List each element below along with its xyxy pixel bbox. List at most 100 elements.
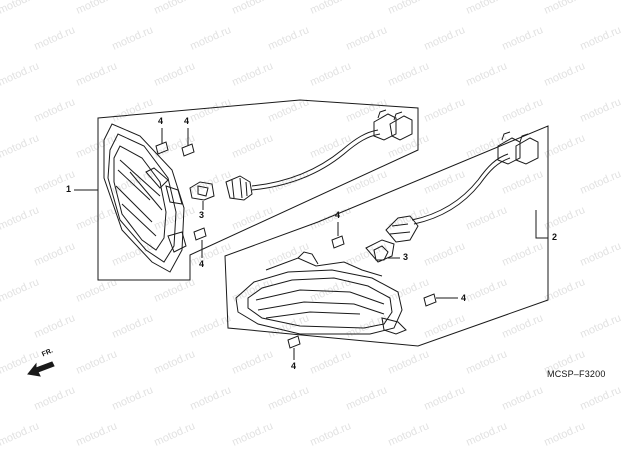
watermark-text: motod.ru — [500, 168, 545, 197]
callout-part-2: 2 — [552, 232, 558, 242]
watermark-text: motod.ru — [308, 60, 353, 89]
watermark-text: motod.ru — [578, 312, 623, 341]
watermark-text: motod.ru — [422, 96, 467, 125]
watermark-text: motod.ru — [230, 348, 275, 377]
watermark-text: motod.ru — [0, 204, 41, 233]
watermark-text: motod.ru — [32, 24, 77, 53]
watermark-text: motod.ru — [230, 276, 275, 305]
watermark-text: motod.ru — [464, 204, 509, 233]
watermark-text: motod.ru — [74, 60, 119, 89]
watermark-text: motod.ru — [464, 0, 509, 17]
watermark-text: motod.ru — [110, 96, 155, 125]
watermark-text: motod.ru — [386, 420, 431, 449]
screw-left — [193, 227, 207, 241]
watermark-text: motod.ru — [110, 384, 155, 413]
watermark-text: motod.ru — [542, 204, 587, 233]
watermark-text: motod.ru — [464, 420, 509, 449]
watermark-text: motod.ru — [500, 24, 545, 53]
watermark-text: motod.ru — [422, 24, 467, 53]
watermark-text: motod.ru — [422, 168, 467, 197]
watermark-text: motod.ru — [74, 420, 119, 449]
watermark-text: motod.ru — [32, 96, 77, 125]
watermark-text: motod.ru — [386, 348, 431, 377]
watermark-text: motod.ru — [464, 276, 509, 305]
watermark-text: motod.ru — [230, 132, 275, 161]
watermark-text: motod.ru — [74, 204, 119, 233]
watermark-text: motod.ru — [578, 24, 623, 53]
watermark-text: motod.ru — [386, 60, 431, 89]
screw-top-b — [181, 138, 195, 157]
upper-bulb-socket — [189, 175, 253, 201]
watermark-text: motod.ru — [578, 168, 623, 197]
screw-right — [423, 293, 437, 307]
watermark-text: motod.ru — [230, 420, 275, 449]
watermark-text: motod.ru — [542, 420, 587, 449]
watermark-text: motod.ru — [464, 60, 509, 89]
watermark-text: motod.ru — [266, 384, 311, 413]
watermark-text: motod.ru — [344, 24, 389, 53]
watermark-text: motod.ru — [0, 276, 41, 305]
upper-wire-harness — [251, 109, 413, 191]
watermark-text: motod.ru — [308, 0, 353, 17]
callout-part-4-left: 4 — [199, 259, 205, 269]
watermark-text: motod.ru — [542, 0, 587, 17]
callout-part-4-top-b: 4 — [184, 116, 190, 126]
callout-part-3-upper: 3 — [199, 210, 205, 220]
watermark-text: motod.ru — [500, 240, 545, 269]
callout-part-3-lower: 3 — [403, 252, 409, 262]
watermark-text: motod.ru — [266, 240, 311, 269]
lower-bulb-socket — [373, 215, 419, 261]
watermark-text: motod.ru — [188, 384, 233, 413]
watermark-text: motod.ru — [578, 96, 623, 125]
watermark-text: motod.ru — [152, 420, 197, 449]
watermark-text: motod.ru — [578, 240, 623, 269]
watermark-text: motod.ru — [74, 0, 119, 17]
watermark-text: motod.ru — [152, 348, 197, 377]
watermark-text: motod.ru — [0, 0, 41, 17]
watermark-text: motod.ru — [230, 204, 275, 233]
watermark-text: motod.ru — [188, 312, 233, 341]
watermark-text: motod.ru — [188, 96, 233, 125]
watermark-text: motod.ru — [542, 60, 587, 89]
left-assembly-outline — [97, 99, 419, 281]
watermark-text: motod.ru — [344, 240, 389, 269]
watermark-text: motod.ru — [308, 420, 353, 449]
watermark-text: motod.ru — [344, 384, 389, 413]
watermark-text: motod.ru — [230, 0, 275, 17]
watermark-text: motod.ru — [578, 384, 623, 413]
screw-bottom — [287, 335, 301, 349]
callout-part-4-top-a: 4 — [158, 116, 164, 126]
watermark-text: motod.ru — [32, 312, 77, 341]
watermark-text: motod.ru — [344, 312, 389, 341]
watermark-text: motod.ru — [266, 24, 311, 53]
watermark-text: motod.ru — [188, 24, 233, 53]
watermark-text: motod.ru — [0, 420, 41, 449]
watermark-text: motod.ru — [422, 240, 467, 269]
watermark-text: motod.ru — [542, 132, 587, 161]
watermark-text: motod.ru — [500, 96, 545, 125]
callout-part-4-right: 4 — [461, 293, 467, 303]
watermark-text: motod.ru — [110, 24, 155, 53]
callout-part-4-mid: 4 — [335, 210, 341, 220]
fr-arrow-icon — [27, 361, 55, 377]
leader-part-2 — [535, 210, 548, 239]
watermark-text: motod.ru — [422, 384, 467, 413]
watermark-text: motod.ru — [152, 60, 197, 89]
screw-mid — [331, 235, 345, 249]
watermark-text: motod.ru — [542, 276, 587, 305]
watermark-text: motod.ru — [32, 240, 77, 269]
left-lamp-unit — [103, 123, 187, 273]
watermark-text: motod.ru — [32, 384, 77, 413]
watermark-text: motod.ru — [308, 204, 353, 233]
right-assembly-outline — [224, 125, 549, 347]
watermark-text: motod.ru — [74, 348, 119, 377]
watermark-text: motod.ru — [0, 132, 41, 161]
watermark-text: motod.ru — [500, 312, 545, 341]
callout-part-1: 1 — [66, 184, 72, 194]
watermark-text: motod.ru — [230, 60, 275, 89]
watermark-text: motod.ru — [110, 312, 155, 341]
watermark-text: motod.ru — [386, 0, 431, 17]
right-lamp-unit — [235, 239, 407, 335]
diagram-code: MCSP–F3200 — [547, 369, 606, 379]
